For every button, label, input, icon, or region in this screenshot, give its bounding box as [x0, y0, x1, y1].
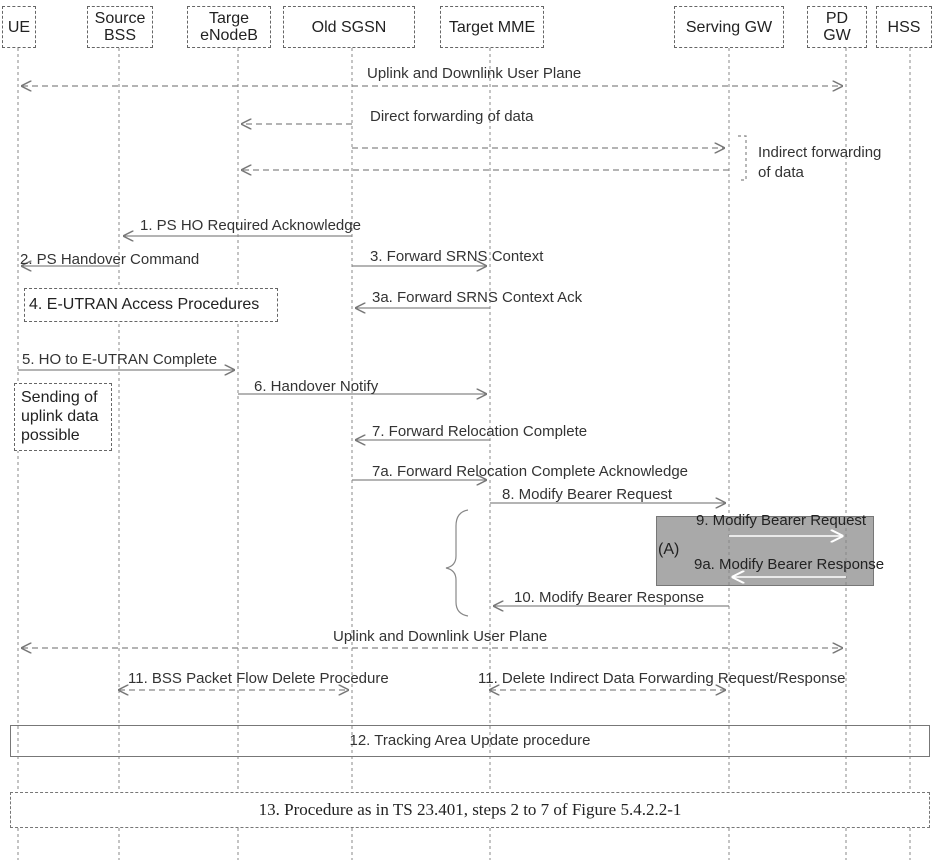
participant-source-bss-label-2: BSS — [103, 27, 136, 44]
label-user-plane-bottom: Uplink and Downlink User Plane — [333, 628, 548, 645]
procedure-a-label: (A) — [658, 541, 680, 558]
participant-old-sgsn-label: Old SGSN — [311, 18, 387, 36]
participant-serving-gw: Serving GW — [674, 6, 784, 48]
participant-target-mme: Target MME — [440, 6, 544, 48]
label-m4: 4. E-UTRAN Access Procedures — [29, 296, 260, 313]
label-m8: 8. Modify Bearer Request — [502, 486, 673, 503]
label-m9: 9. Modify Bearer Request — [696, 512, 867, 529]
participant-ue-label: UE — [7, 18, 31, 36]
label-m2: 2. PS Handover Command — [20, 251, 200, 268]
label-indirect-forwarding-2: of data — [758, 164, 804, 181]
label-m3: 3. Forward SRNS Context — [370, 248, 544, 265]
label-m7: 7. Forward Relocation Complete — [372, 423, 588, 440]
participant-pdn-gw: PD GW — [807, 6, 867, 48]
participant-pdn-gw-label-1: PD — [825, 10, 849, 27]
label-user-plane-top: Uplink and Downlink User Plane — [367, 65, 582, 82]
label-m6: 6. Handover Notify — [254, 378, 379, 395]
tracking-area-update-label: 12. Tracking Area Update procedure — [349, 732, 591, 749]
participant-hss: HSS — [876, 6, 932, 48]
participant-source-bss-label-1: Source — [94, 10, 146, 27]
label-direct-forwarding: Direct forwarding of data — [370, 108, 534, 125]
indirect-forwarding-bracket — [738, 135, 747, 181]
label-m9a: 9a. Modify Bearer Response — [694, 556, 885, 573]
participant-ue: UE — [2, 6, 36, 48]
participant-target-enodeb: Targe eNodeB — [187, 6, 271, 48]
label-m1: 1. PS HO Required Acknowledge — [140, 217, 361, 234]
participant-serving-gw-label: Serving GW — [685, 18, 773, 36]
label-m7a: 7a. Forward Relocation Complete Acknowle… — [372, 463, 689, 480]
sending-note-line-3: possible — [21, 427, 80, 444]
participant-source-bss: Source BSS — [87, 6, 153, 48]
participant-target-enodeb-label-2: eNodeB — [200, 27, 258, 44]
procedure-brace — [445, 509, 469, 617]
procedure-4-box: 4. E-UTRAN Access Procedures — [24, 288, 278, 322]
tracking-area-update-band: 12. Tracking Area Update procedure — [10, 725, 930, 757]
label-m3a: 3a. Forward SRNS Context Ack — [372, 289, 583, 306]
procedure-a-area — [656, 516, 874, 586]
label-m11b: 11. Delete Indirect Data Forwarding Requ… — [478, 670, 846, 687]
participant-hss-label: HSS — [887, 18, 921, 36]
sending-uplink-note: Sending of uplink data possible — [14, 383, 112, 451]
label-m10: 10. Modify Bearer Response — [514, 589, 705, 606]
sending-note-line-2: uplink data — [21, 408, 99, 425]
label-m11a: 11. BSS Packet Flow Delete Procedure — [128, 670, 389, 687]
participant-target-mme-label: Target MME — [448, 18, 536, 36]
sending-note-line-1: Sending of — [21, 389, 98, 406]
procedure-13-box: 13. Procedure as in TS 23.401, steps 2 t… — [10, 792, 930, 828]
procedure-13-label: 13. Procedure as in TS 23.401, steps 2 t… — [258, 800, 682, 819]
participant-pdn-gw-label-2: GW — [823, 27, 851, 44]
label-indirect-forwarding-1: Indirect forwarding — [758, 144, 882, 161]
label-m5: 5. HO to E-UTRAN Complete — [22, 351, 218, 368]
participant-target-enodeb-label-1: Targe — [208, 10, 250, 27]
participant-old-sgsn: Old SGSN — [283, 6, 415, 48]
